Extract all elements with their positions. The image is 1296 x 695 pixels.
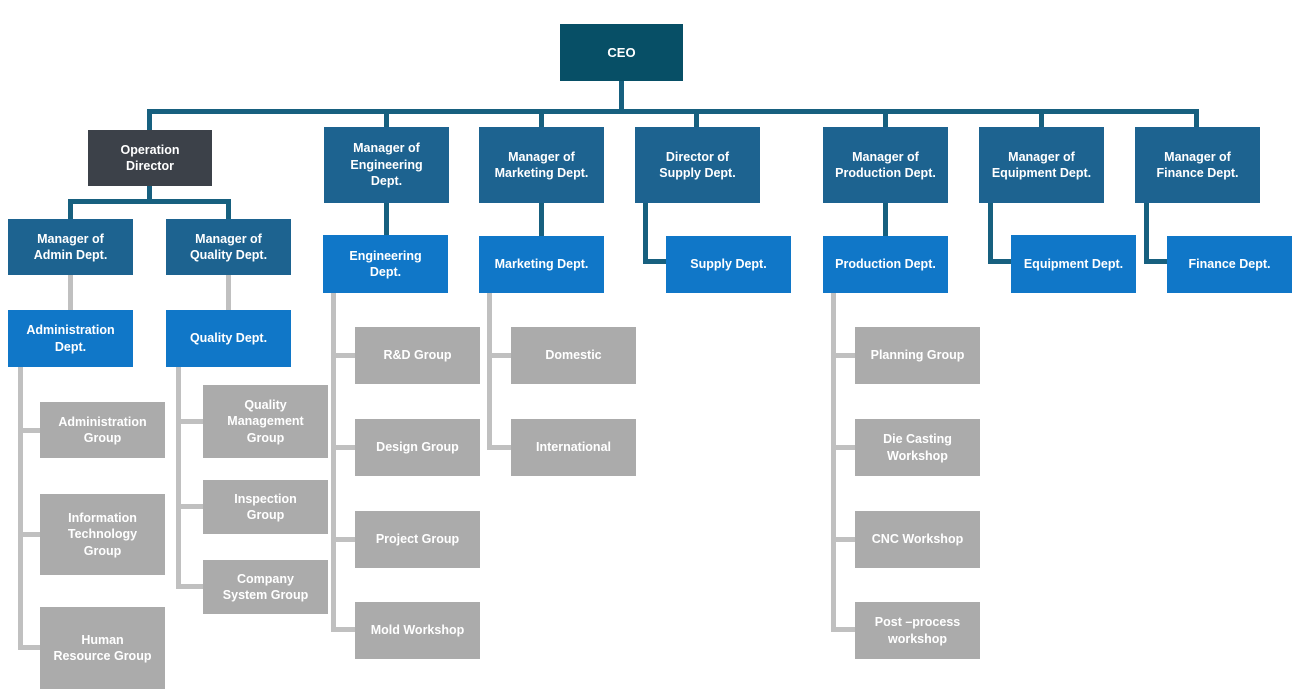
node-group-cnc-workshop: CNC Workshop xyxy=(855,511,980,568)
connector-quality-stub-1 xyxy=(176,419,203,424)
connector-drop-equipment xyxy=(1039,109,1044,127)
node-operation-director: Operation Director xyxy=(88,130,212,186)
node-group-information-technology: Information Technology Group xyxy=(40,494,165,575)
node-manager-marketing: Manager of Marketing Dept. xyxy=(479,127,604,203)
connector-production-stub-4 xyxy=(831,627,855,632)
node-group-mold-workshop: Mold Workshop xyxy=(355,602,480,659)
node-manager-production: Manager of Production Dept. xyxy=(823,127,948,203)
node-dept-equipment: Equipment Dept. xyxy=(1011,235,1136,293)
connector-operation-drop xyxy=(147,186,152,203)
node-group-international: International xyxy=(511,419,636,476)
connector-engineering-stub-1 xyxy=(331,353,355,358)
node-manager-admin: Manager of Admin Dept. xyxy=(8,219,133,275)
connector-production-stub-2 xyxy=(831,445,855,450)
connector-drop-operation xyxy=(147,109,152,130)
connector-engineering-stub-2 xyxy=(331,445,355,450)
node-director-supply: Director of Supply Dept. xyxy=(635,127,760,203)
connector-production-dept xyxy=(883,203,888,236)
connector-engineering-col xyxy=(331,293,336,632)
node-dept-administration: Administration Dept. xyxy=(8,310,133,367)
connector-quality-stub-2 xyxy=(176,504,203,509)
connector-equipment-elbow-v xyxy=(988,203,993,264)
connector-quality-col xyxy=(176,367,181,589)
connector-drop-admin-mgr xyxy=(68,199,73,219)
connector-production-stub-1 xyxy=(831,353,855,358)
node-group-die-casting: Die Casting Workshop xyxy=(855,419,980,476)
node-dept-quality: Quality Dept. xyxy=(166,310,291,367)
connector-production-stub-3 xyxy=(831,537,855,542)
node-group-domestic: Domestic xyxy=(511,327,636,384)
connector-drop-marketing xyxy=(539,109,544,127)
connector-marketing-dept xyxy=(539,203,544,236)
connector-engineering-stub-4 xyxy=(331,627,355,632)
connector-admin-stub-1 xyxy=(18,428,40,433)
node-manager-engineering: Manager of Engineering Dept. xyxy=(324,127,449,203)
connector-engineering-dept xyxy=(384,203,389,235)
connector-admin-col xyxy=(18,367,23,650)
connector-finance-elbow-v xyxy=(1144,203,1149,264)
connector-finance-elbow-h xyxy=(1144,259,1167,264)
node-ceo: CEO xyxy=(560,24,683,81)
connector-production-col xyxy=(831,293,836,632)
connector-drop-quality-mgr xyxy=(226,199,231,219)
connector-admin-stub-2 xyxy=(18,532,40,537)
connector-supply-elbow-v xyxy=(643,203,648,264)
node-group-quality-management: Quality Management Group xyxy=(203,385,328,458)
connector-drop-supply xyxy=(694,109,699,127)
connector-marketing-stub-2 xyxy=(487,445,511,450)
node-manager-finance: Manager of Finance Dept. xyxy=(1135,127,1260,203)
connector-ceo-drop xyxy=(619,81,624,111)
node-group-project: Project Group xyxy=(355,511,480,568)
connector-drop-finance xyxy=(1194,109,1199,127)
connector-quality-dept-drop xyxy=(226,275,231,310)
node-dept-finance: Finance Dept. xyxy=(1167,236,1292,293)
node-group-planning: Planning Group xyxy=(855,327,980,384)
node-dept-production: Production Dept. xyxy=(823,236,948,293)
node-manager-quality: Manager of Quality Dept. xyxy=(166,219,291,275)
connector-quality-stub-3 xyxy=(176,584,203,589)
connector-level2-bus xyxy=(147,109,1199,114)
connector-equipment-elbow-h xyxy=(988,259,1011,264)
node-group-rd: R&D Group xyxy=(355,327,480,384)
connector-drop-production xyxy=(883,109,888,127)
node-group-inspection: Inspection Group xyxy=(203,480,328,534)
connector-drop-engineering xyxy=(384,109,389,127)
node-dept-engineering: Engineering Dept. xyxy=(323,235,448,293)
node-group-post-process: Post –process workshop xyxy=(855,602,980,659)
connector-engineering-stub-3 xyxy=(331,537,355,542)
connector-admin-dept-drop xyxy=(68,275,73,310)
node-group-human-resource: Human Resource Group xyxy=(40,607,165,689)
node-group-administration: Administration Group xyxy=(40,402,165,458)
connector-admin-stub-3 xyxy=(18,645,40,650)
connector-supply-elbow-h xyxy=(643,259,666,264)
connector-marketing-stub-1 xyxy=(487,353,511,358)
node-group-company-system: Company System Group xyxy=(203,560,328,614)
node-dept-marketing: Marketing Dept. xyxy=(479,236,604,293)
node-dept-supply: Supply Dept. xyxy=(666,236,791,293)
connector-marketing-col xyxy=(487,293,492,450)
node-manager-equipment: Manager of Equipment Dept. xyxy=(979,127,1104,203)
connector-operation-bus xyxy=(68,199,231,204)
node-group-design: Design Group xyxy=(355,419,480,476)
